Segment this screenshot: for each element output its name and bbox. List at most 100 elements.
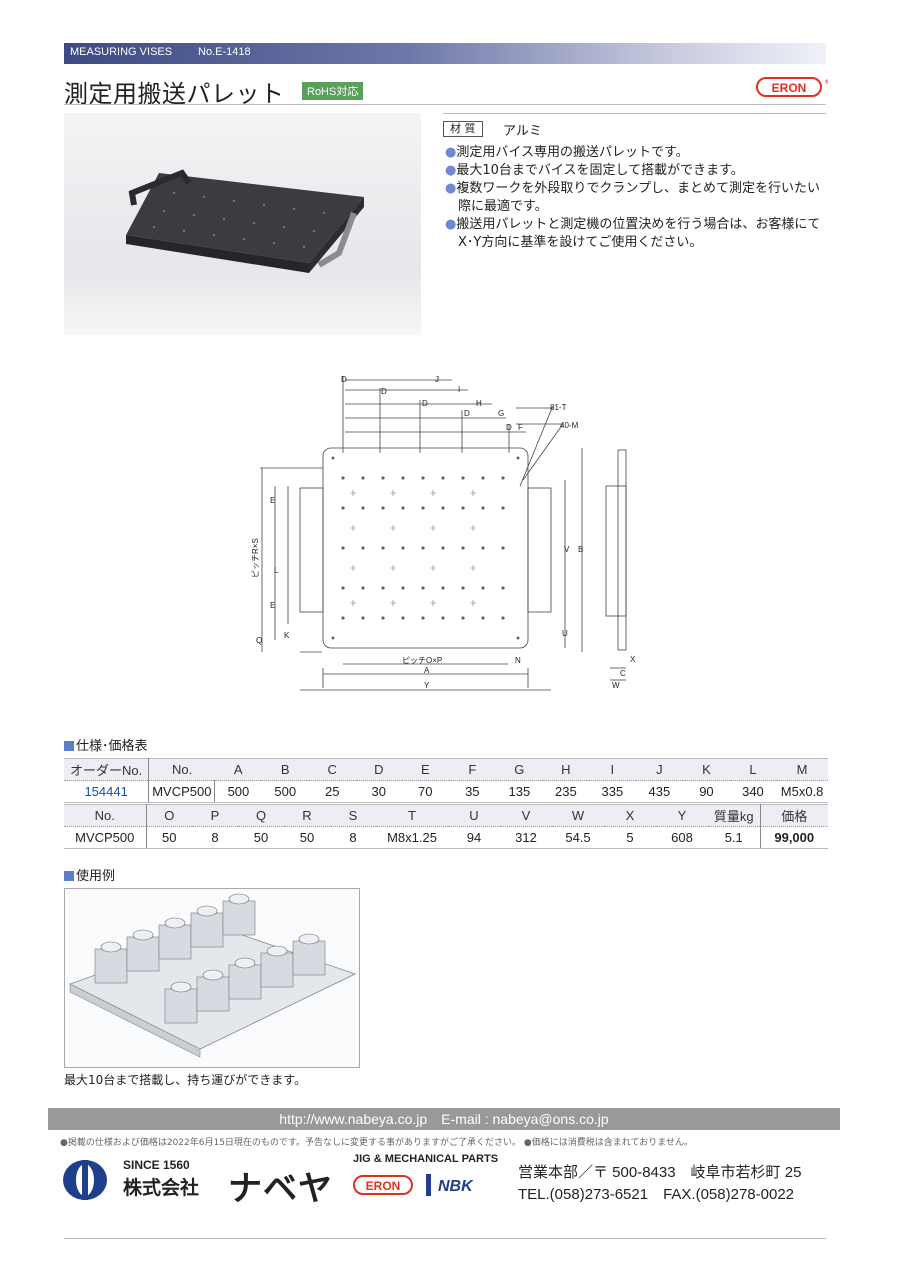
table-header: P	[192, 804, 238, 827]
dim-j: J	[435, 375, 439, 384]
table-cell: 50	[146, 826, 192, 849]
table-header: G	[496, 758, 543, 781]
table-cell: M5x0.8	[776, 780, 828, 803]
dim-e-1: E	[270, 496, 275, 505]
footer-note: ●掲載の仕様および価格は2022年6月15日現在のものです。予告なしに変更する事…	[60, 1138, 693, 1148]
feature-item: ●最大10台までバイスを固定して搭載ができます。	[445, 163, 744, 178]
usage-illustration	[64, 888, 360, 1068]
table-header: Q	[238, 804, 284, 827]
address: 営業本部／〒 500-8433 岐阜市若杉町 25	[518, 1164, 802, 1181]
dim-u: U	[562, 629, 568, 638]
material-value: アルミ	[503, 124, 542, 139]
table-cell: MVCP500	[64, 826, 147, 849]
brand-name: ナベヤ	[228, 1169, 333, 1209]
table-header: X	[604, 804, 656, 827]
dim-holes-m: 40-M	[560, 421, 579, 430]
rohs-badge: RoHS対応	[302, 82, 364, 100]
feature-list: ●測定用バイス専用の搬送パレットです。 ●最大10台までバイスを固定して搭載がで…	[445, 144, 830, 252]
dim-n: N	[515, 656, 521, 665]
table-header: I	[589, 758, 636, 781]
table-header: S	[330, 804, 376, 827]
dim-b: B	[578, 545, 583, 554]
order-number-link[interactable]: 154441	[64, 780, 150, 803]
table-header: A	[214, 758, 262, 781]
table-header: No.	[148, 758, 215, 781]
table-header: U	[448, 804, 500, 827]
table-header: T	[376, 804, 448, 827]
price-cell: 99,000	[760, 826, 828, 849]
table-cell: M8x1.25	[376, 826, 448, 849]
footer-contact-bar[interactable]: http://www.nabeya.co.jp E-mail : nabeya@…	[48, 1108, 840, 1130]
table-header: オーダーNo.	[64, 758, 150, 781]
nabeya-logo	[63, 1160, 107, 1200]
table-header: 価格	[760, 804, 828, 827]
partner-logos: ERON NBK	[353, 1174, 474, 1196]
nbk-footer-logo: NBK	[438, 1178, 474, 1195]
header-bar: MEASURING VISES No.E-1418	[64, 43, 826, 64]
table-header: O	[146, 804, 192, 827]
eron-logo-text: ERON	[772, 81, 807, 95]
table-header: Y	[656, 804, 708, 827]
dim-h: H	[476, 399, 482, 408]
dim-holes-t: 81-T	[550, 403, 567, 412]
dim-d-2: D	[381, 387, 387, 396]
category-label: MEASURING VISES	[70, 46, 173, 58]
dim-a: A	[424, 666, 430, 675]
table-header: R	[284, 804, 330, 827]
dim-x: X	[630, 655, 636, 664]
table-cell: 30	[355, 780, 403, 803]
table-cell: 135	[496, 780, 543, 803]
dim-w: W	[612, 681, 620, 690]
table-header: E	[402, 758, 449, 781]
table-cell: 312	[500, 826, 552, 849]
since-label: SINCE 1560	[123, 1158, 190, 1172]
table-cell: MVCP500	[148, 780, 216, 803]
company-type: 株式会社	[123, 1177, 200, 1199]
title-rule	[64, 104, 826, 105]
eron-logo: ERON ®	[756, 77, 828, 97]
dim-v: V	[564, 545, 570, 554]
side-view	[605, 485, 627, 617]
table-cell: 5.1	[708, 826, 761, 849]
dim-l: L	[274, 566, 279, 575]
table-header: K	[683, 758, 730, 781]
dim-pitch-op: ピッチO×P	[402, 656, 442, 665]
dim-d-3: D	[422, 399, 428, 408]
table-header: L	[729, 758, 777, 781]
dim-y: Y	[424, 681, 430, 690]
table-header: No.	[64, 804, 147, 827]
material-rule	[443, 113, 826, 114]
dim-pitch-rs: ピッチR×S	[251, 538, 260, 578]
dim-f: F	[518, 423, 523, 432]
side-plate	[617, 449, 627, 651]
table-cell: 90	[683, 780, 730, 803]
table-cell: 50	[284, 826, 330, 849]
dim-d-5: D	[506, 423, 512, 432]
dim-d-4: D	[464, 409, 470, 418]
spec-table-2: No. O P Q R S T U V W X Y 質量kg 価格 MVCP50…	[64, 804, 828, 849]
table-cell: 50	[238, 826, 284, 849]
dim-d-1: D	[341, 375, 347, 384]
dimension-drawing: D J I D D H D G D F 81-T 40-M E E ピッチR×S…	[251, 375, 636, 691]
spec-table-1: オーダーNo. No. A B C D E F G H I J K L M 15…	[64, 758, 828, 803]
table-header: C	[308, 758, 356, 781]
table-header: J	[635, 758, 684, 781]
svg-text:®: ®	[824, 79, 828, 86]
table-cell: 54.5	[552, 826, 604, 849]
table-header: V	[500, 804, 552, 827]
table-header: D	[355, 758, 403, 781]
table-header: H	[542, 758, 590, 781]
right-handle	[527, 487, 552, 613]
table-cell: 435	[635, 780, 684, 803]
feature-item: ●搬送用パレットと測定機の位置決めを行う場合は、お客様にてX･Y方向に基準を設け…	[445, 217, 821, 250]
page-title: 測定用搬送パレット	[64, 80, 285, 108]
table-cell: 340	[729, 780, 777, 803]
dim-k: K	[284, 631, 290, 640]
jig-label: JIG & MECHANICAL PARTS	[353, 1153, 499, 1165]
dim-c: C	[620, 669, 626, 678]
table-cell: 335	[589, 780, 636, 803]
table-header: F	[448, 758, 497, 781]
dim-g: G	[498, 409, 504, 418]
usage-section-title: 使用例	[64, 865, 115, 884]
table-cell: 500	[214, 780, 262, 803]
